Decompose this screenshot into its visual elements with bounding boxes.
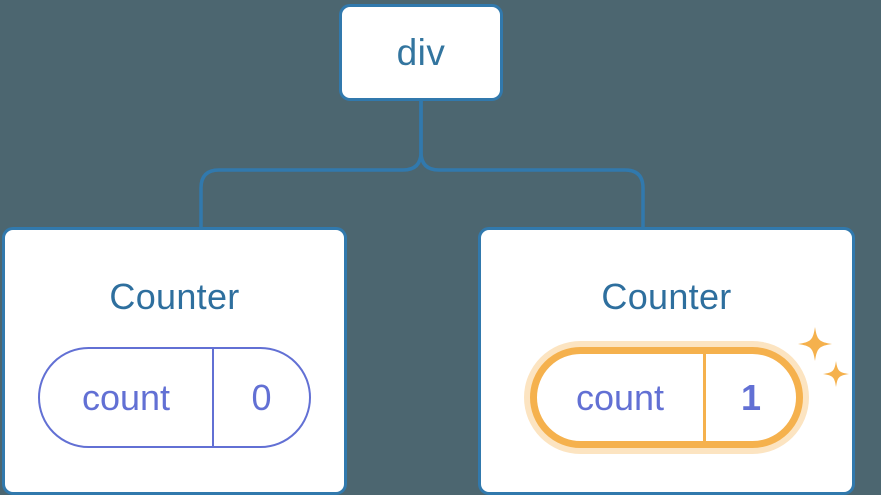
counter-right-title: Counter — [601, 276, 732, 317]
node-counter-right[interactable]: Counter count 1 — [478, 227, 855, 495]
connector-left-branch — [199, 99, 423, 230]
counter-left-state-key: count — [40, 349, 214, 446]
counter-right-state-value: 1 — [740, 376, 762, 418]
node-counter-left[interactable]: Counter count 0 — [2, 227, 347, 495]
root-node-label: div — [396, 32, 446, 73]
counter-left-state-value: 0 — [251, 376, 272, 418]
counter-left-title: Counter — [109, 276, 240, 317]
connector-right-branch — [419, 99, 645, 230]
sparkle-small-icon — [823, 361, 849, 387]
sparkle-group — [798, 327, 849, 387]
counter-left-state-wrap: count 0 — [38, 347, 311, 448]
node-root-div[interactable]: div — [339, 4, 503, 101]
sparkle-large-icon — [798, 327, 832, 361]
counter-right-state-pill[interactable]: count 1 — [530, 347, 803, 448]
counter-right-state-wrap: count 1 — [530, 327, 849, 448]
counter-right-state-key: count — [537, 354, 706, 441]
counter-left-state-pill[interactable]: count 0 — [38, 347, 311, 448]
